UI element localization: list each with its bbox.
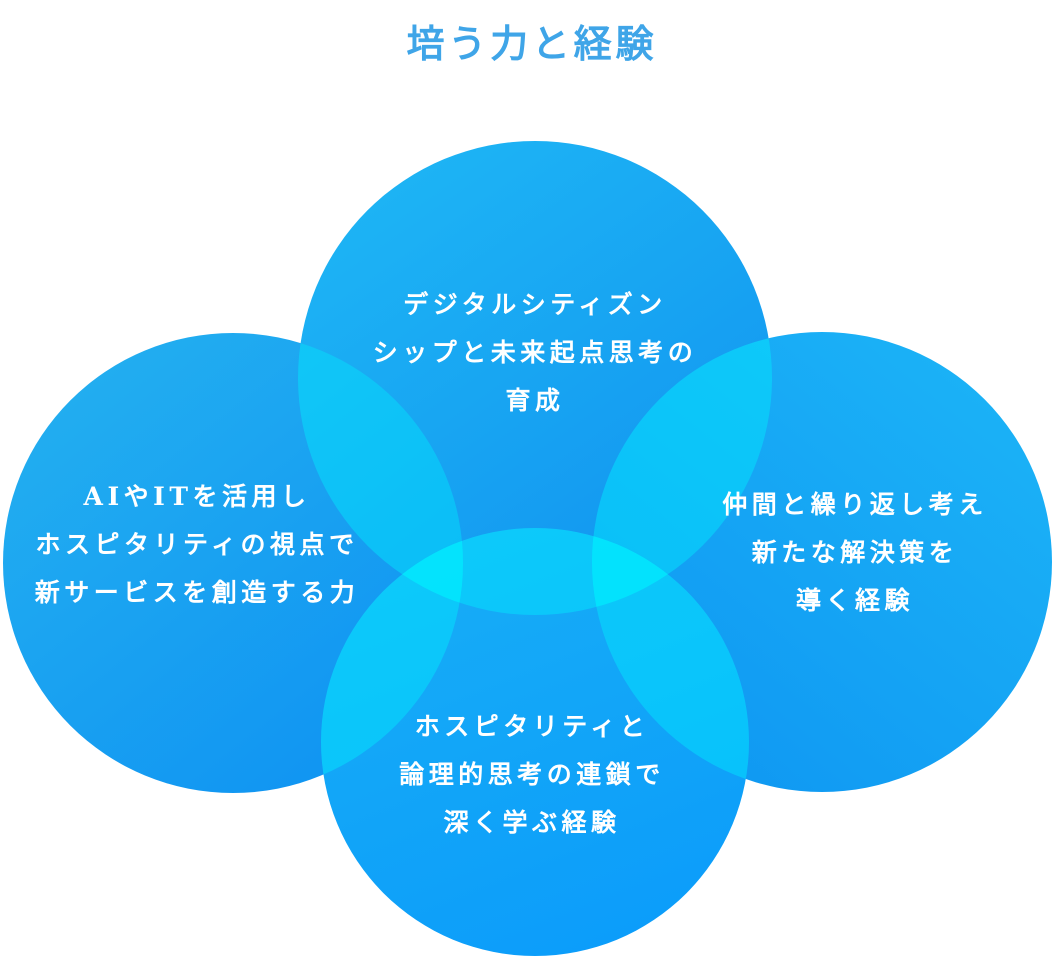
label-line: 導く経験 — [795, 586, 915, 615]
label-line: 深く学ぶ経験 — [443, 808, 621, 837]
label-line: ホスピタリティと — [414, 712, 650, 741]
circle-label-bottom: ホスピタリティと 論理的思考の連鎖で 深く学ぶ経験 — [399, 703, 665, 847]
label-line: 新サービスを創造する力 — [34, 578, 360, 607]
bubble-tail — [513, 79, 547, 108]
circle-label-right: 仲間と繰り返し考え 新たな解決策を 導く経験 — [722, 481, 988, 625]
page-title: 培う力と経験 — [406, 20, 658, 66]
label-line: 新たな解決策を — [751, 538, 959, 567]
label-line: シップと未来起点思考の — [372, 338, 698, 367]
label-line: 論理的思考の連鎖で — [399, 760, 665, 789]
circle-label-top: デジタルシティズン シップと未来起点思考の 育成 — [373, 281, 698, 425]
label-line: 仲間と繰り返し考え — [722, 490, 988, 519]
title-bubble: 培う力と経験 — [353, 0, 707, 108]
label-line: ホスピタリティの視点で — [35, 530, 359, 559]
circle-label-left: AIやITを活用し ホスピタリティの視点で 新サービスを創造する力 — [35, 473, 360, 617]
overlap-top-left — [298, 333, 463, 615]
overlap-left-bottom — [321, 528, 463, 793]
overlap-top-right — [592, 332, 772, 615]
label-line: 育成 — [505, 386, 565, 415]
circle-bottom-shape — [321, 528, 749, 956]
label-line: デジタルシティズン — [403, 290, 667, 319]
overlap-regions — [298, 332, 772, 793]
overlap-right-bottom — [592, 528, 749, 792]
label-line: AIやITを活用し — [83, 482, 311, 511]
